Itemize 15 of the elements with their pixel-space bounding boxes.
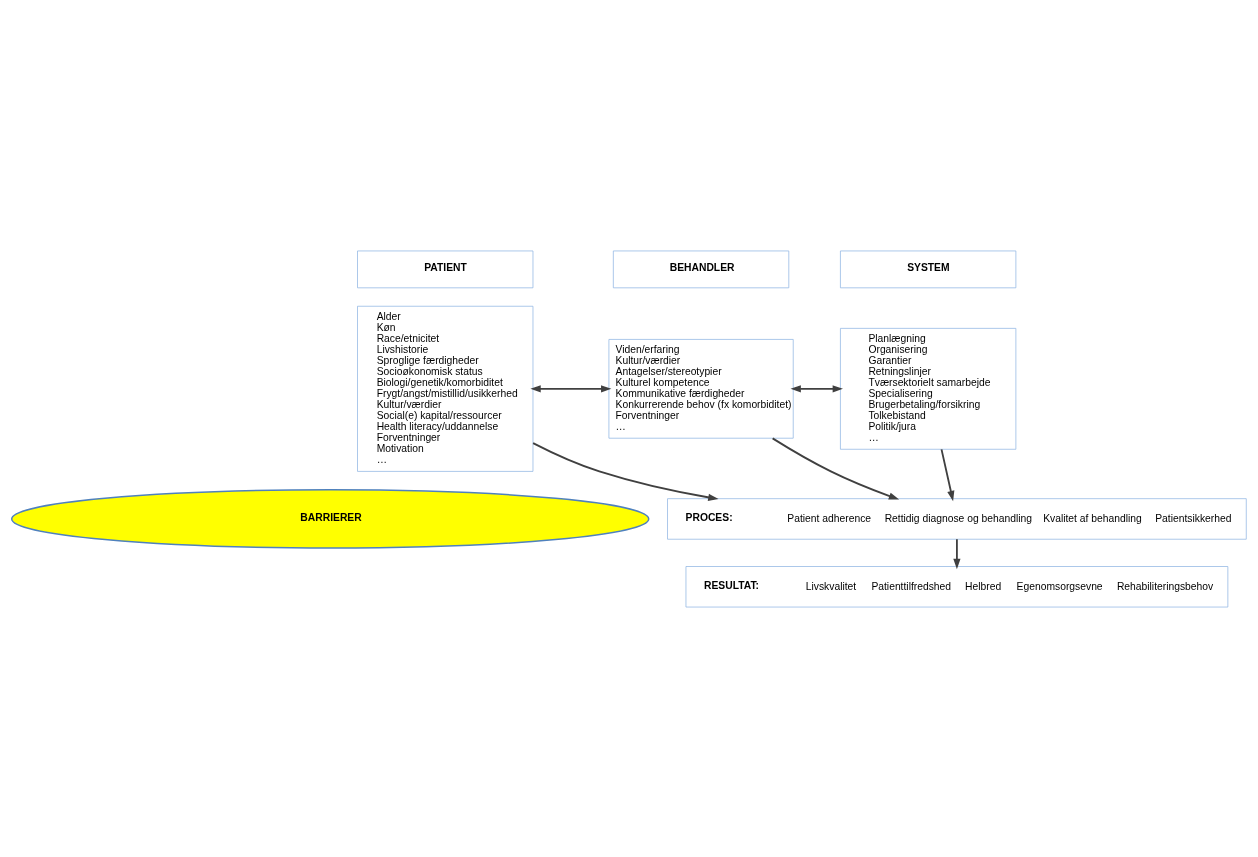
arrow	[532, 441, 719, 501]
arrow	[790, 384, 843, 392]
arrow	[771, 436, 900, 500]
node-box: RESULTAT: Livskvalitet Patienttilfredshed Helbred Egenomsorgsevne Rehabiliteringsbehov	[685, 565, 1229, 607]
node-box: SYSTEM	[840, 250, 1017, 288]
node-box: BEHANDLER	[612, 250, 790, 288]
arrow	[530, 384, 612, 392]
arrow	[953, 537, 961, 569]
node-box: Viden/erfaring Kultur/værdier Antagelser/stereotypier Kulturel kompetence Kommunikative færdigheder Konkurrerende behov (fx komorbiditet) Forventninger …	[608, 338, 794, 439]
node-box: PROCES: Patient adherence Rettidig diagnose og behandling Kvalitet af behandling Patientsikkerhed	[667, 497, 1247, 540]
node-box: Planlægning Organisering Garantier Retningslinjer Tværsektorielt samarbejde Specialisering Brugerbetaling/forsikring Tolkebistand Politik/jura …	[840, 327, 1017, 450]
node-box: Alder Køn Race/etnicitet Livshistorie Sproglige færdigheder Socioøkonomisk status Biologi/genetik/komorbiditet Frygt/angst/mistillid/usikkerhed Kultur/værdier Social(e) kapital/ressourcer Health literacy/uddannelse Forventninger Motivation …	[357, 305, 534, 472]
node-box: PATIENT	[357, 250, 534, 288]
node-ellipse: BARRIERER	[11, 488, 650, 549]
arrow	[940, 447, 955, 501]
